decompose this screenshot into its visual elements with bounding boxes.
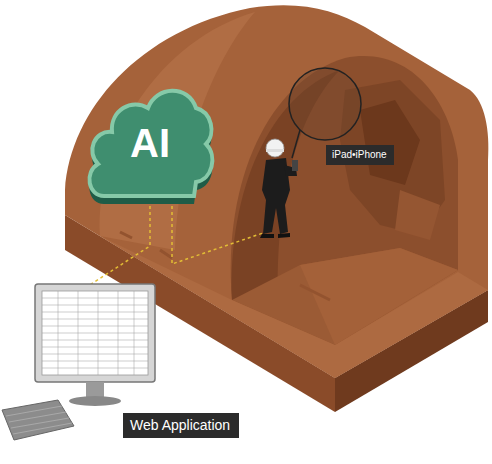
device-tag: iPad•iPhone — [326, 145, 394, 165]
monitor-part-part — [134, 291, 135, 375]
keyboard-part-part — [13, 423, 72, 434]
monitor — [35, 284, 155, 406]
monitor-part-part — [58, 291, 59, 375]
keyboard-part — [6, 406, 72, 434]
connector-dotted-line-part — [172, 206, 266, 264]
worker-figure-part — [266, 139, 284, 157]
monitor-part — [69, 396, 121, 406]
monitor-part-part — [98, 291, 99, 375]
worker-figure — [260, 139, 298, 238]
monitor-part — [86, 382, 104, 398]
connector-dotted-line — [82, 206, 266, 290]
tunnel-block-part — [360, 100, 420, 185]
monitor-part — [35, 284, 155, 382]
magnifier-circle-part — [292, 130, 300, 158]
connector-dotted-line-part — [82, 206, 150, 290]
keyboard — [2, 400, 74, 440]
monitor-part — [42, 291, 148, 375]
keyboard-part-part — [11, 418, 69, 428]
tag-label: iPad•iPhone — [332, 149, 388, 161]
magnifier-circle-part — [289, 68, 361, 140]
ai-cloud: AI — [82, 68, 218, 208]
tag-label: Web Application — [130, 417, 232, 434]
worker-figure-part — [292, 160, 298, 171]
device-tag: Web Application — [123, 413, 239, 438]
monitor-part-part — [118, 291, 119, 375]
cloud-label: AI — [130, 121, 170, 166]
worker-figure-part — [266, 149, 284, 152]
monitor-part-part — [78, 291, 79, 375]
monitor-part — [42, 291, 148, 375]
keyboard-part — [2, 400, 74, 440]
tunnel-block-part — [395, 190, 440, 240]
keyboard-part-part — [9, 412, 66, 422]
worker-figure-part — [260, 233, 290, 238]
cloud-body — [89, 91, 212, 196]
